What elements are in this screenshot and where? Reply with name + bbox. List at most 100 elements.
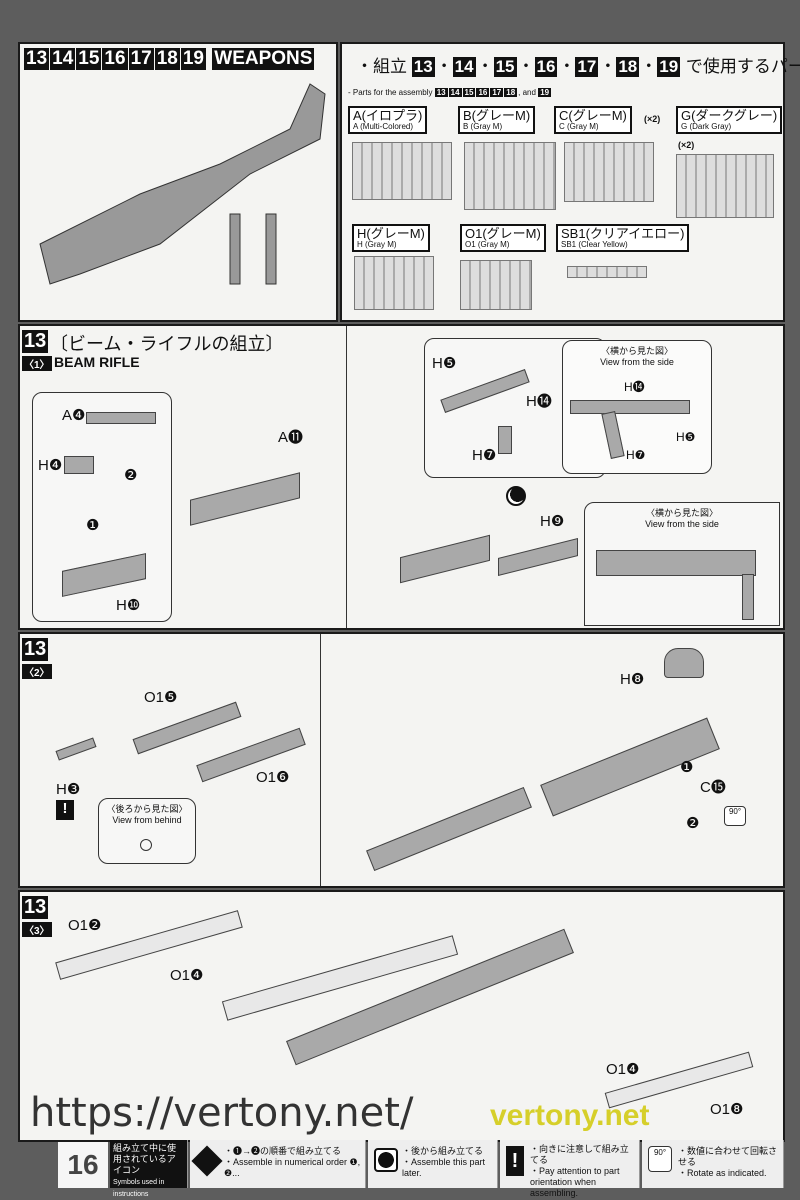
label-h8: H❽: [620, 671, 645, 688]
step-num: 14: [452, 57, 476, 77]
step-number: 13: [22, 896, 49, 919]
part-o15: [132, 701, 242, 755]
step-order-2: ❷: [124, 467, 138, 484]
step-num: 15: [493, 57, 517, 77]
step-num: 13: [411, 57, 435, 77]
rotate-icon: 90°: [724, 806, 746, 826]
step-num: 17: [128, 48, 154, 70]
runner-a-tag: A(イロプラ)A (Multi-Colored): [348, 106, 428, 134]
part-h9: [498, 538, 578, 576]
legend-en: ・Assemble this part later.: [402, 1157, 486, 1178]
step-title-en: BEAM RIFLE: [54, 354, 140, 370]
label-o18: O1❽: [710, 1101, 744, 1118]
runner-a-image: [352, 142, 452, 200]
label-o12: O1❷: [68, 917, 102, 934]
runner-en: B (Gray M): [463, 122, 503, 131]
side-view-caption: 〈横から見た図〉View from the side: [562, 346, 712, 368]
legend-rotate: 90°・数値に合わせて回転させる・Rotate as indicated.: [642, 1140, 784, 1188]
step-13-1-panel: 13 〈1〉 〔ビーム・ライフルの組立〕 BEAM RIFLE A❹ H❹ ❷ …: [18, 324, 785, 630]
step-order-1: ❶: [680, 759, 694, 776]
runner-c-tag: C(グレーM)C (Gray M): [554, 106, 632, 134]
label-h3: H❸: [56, 781, 81, 798]
label-h9: H❾: [540, 513, 565, 530]
step-num: 17: [490, 88, 504, 97]
label-h7: H❼: [472, 447, 497, 464]
title-suffix: で使用するパーツ: [685, 57, 800, 76]
side-label-h5: H❺: [676, 430, 696, 444]
step-num: 18: [504, 88, 518, 97]
step-title-jp: 〔ビーム・ライフルの組立〕: [50, 334, 284, 354]
runner-en: C (Gray M): [559, 122, 599, 131]
step-num: 14: [448, 88, 462, 97]
legend-title-en: Symbols used in instructions: [113, 1179, 165, 1198]
legend-jp: ・数値に合わせて回転させる: [678, 1146, 778, 1167]
diagonal-watermark: https://vertony.net/: [30, 1090, 414, 1136]
step-num: 15: [76, 48, 102, 70]
caption-jp: 〈横から見た図〉: [600, 346, 673, 356]
step-number: 13: [22, 638, 49, 661]
caption-jp: 〈横から見た図〉: [645, 508, 718, 518]
substep-number: 〈2〉: [22, 664, 52, 679]
runner-name: H(グレーM): [357, 226, 425, 241]
runner-name: SB1(クリアイエロー): [561, 226, 685, 241]
step-num: 18: [154, 48, 180, 70]
order-icon: [191, 1145, 223, 1177]
orientation-icon: !: [506, 1146, 524, 1176]
step-num: 18: [616, 57, 640, 77]
beam-rifle-illustration: [39, 83, 326, 285]
behind-view-ring: [140, 839, 152, 851]
corner-watermark: vertony.net: [490, 1099, 650, 1132]
assemble-later-icon: [506, 486, 526, 506]
label-h14: H⓮: [526, 393, 552, 410]
page-number: 16: [58, 1142, 108, 1188]
orientation-warning-icon: !: [56, 800, 74, 820]
part-h8: [664, 648, 704, 678]
legend-later: ・後から組み立てる・Assemble this part later.: [368, 1140, 498, 1188]
label-h5: H❺: [432, 355, 457, 372]
caption-en: View from the side: [645, 519, 719, 529]
runner-c-count: (×2): [644, 114, 661, 124]
runner-en: SB1 (Clear Yellow): [561, 240, 628, 249]
step-num: 16: [102, 48, 128, 70]
label-a4: A❹: [62, 407, 86, 424]
label-o16: O1❻: [256, 769, 290, 786]
step-num: 19: [657, 57, 681, 77]
step-num: 16: [534, 57, 558, 77]
title-text: ・組立: [356, 57, 407, 76]
step-13-2-panel: 13 〈2〉 O1❺ O1❻ H❸ ! 〈後ろから見た図〉View from b…: [18, 632, 785, 888]
runner-h-image: [354, 256, 434, 310]
rifle-body-assembly: [400, 534, 490, 584]
behind-view-caption: 〈後ろから見た図〉View from behind: [98, 804, 196, 826]
label-o14: O1❹: [170, 967, 204, 984]
runner-b-image: [464, 142, 556, 210]
legend-jp: ・後から組み立てる: [402, 1146, 484, 1156]
legend-jp: ・❶→❷の順番で組み立てる: [224, 1146, 342, 1156]
runner-h-tag: H(グレーM)H (Gray M): [352, 224, 430, 252]
runner-en: A (Multi-Colored): [353, 122, 414, 131]
legend-orientation: !・向きに注意して組み立てる・Pay attention to part ori…: [500, 1140, 640, 1198]
runner-name: A(イロプラ): [353, 108, 423, 123]
subtitle-and: , and: [518, 88, 536, 97]
runner-name: G(ダークグレー): [681, 108, 778, 123]
label-a11: A⓫: [278, 429, 304, 446]
assemble-later-icon: [374, 1148, 398, 1172]
label-h4: H❹: [38, 457, 63, 474]
runner-en: H (Gray M): [357, 240, 397, 249]
subtitle-text: - Parts for the assembly: [348, 88, 433, 97]
side-label-h7: H❼: [626, 448, 646, 462]
runner-sb1-tag: SB1(クリアイエロー)SB1 (Clear Yellow): [556, 224, 690, 252]
weapons-title: WEAPONS: [212, 48, 315, 70]
step-num: 13: [434, 88, 448, 97]
legend-en: ・Rotate as indicated.: [678, 1168, 767, 1178]
part-h3: [55, 737, 97, 761]
part-h7: [498, 426, 512, 454]
step-number: 13: [22, 330, 49, 353]
runner-name: O1(グレーM): [465, 226, 541, 241]
runner-en: O1 (Gray M): [465, 240, 510, 249]
side-label-h14: H⓮: [624, 380, 645, 394]
step-num: 15: [462, 88, 476, 97]
caption-en: View from behind: [112, 815, 182, 825]
